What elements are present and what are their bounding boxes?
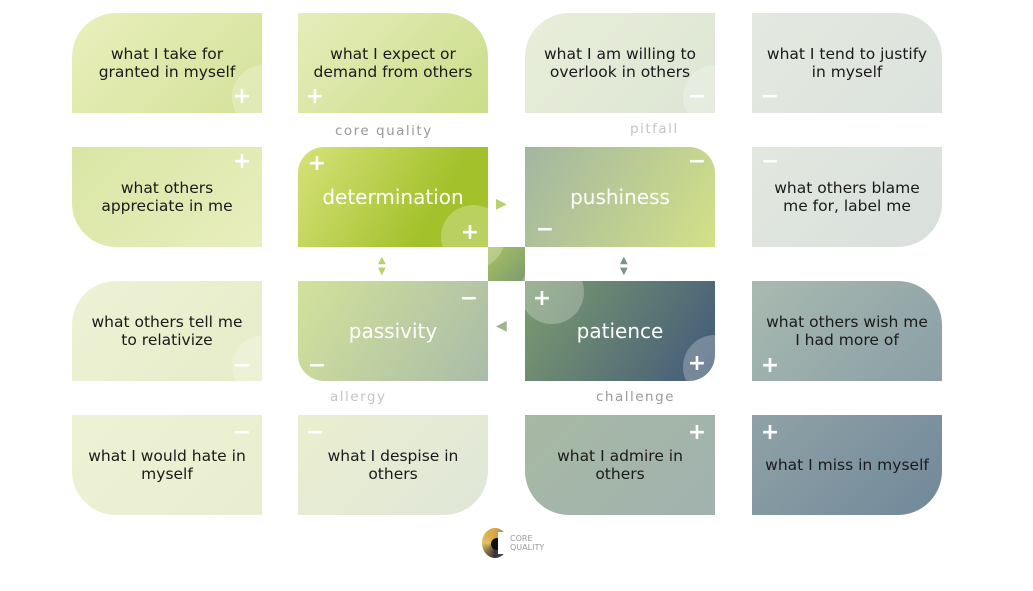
core-quality-tile: determination — [298, 147, 488, 247]
tile-text: what others appreciate in me — [101, 179, 233, 215]
core-quality-logo: CORE QUALITY — [482, 528, 545, 558]
plus-icon: + — [687, 351, 707, 376]
tile-text: what others wish me I had more of — [766, 313, 928, 349]
plus-icon: + — [305, 84, 325, 109]
tile-text: what I take for granted in myself — [98, 45, 236, 81]
allergy-label: allergy — [330, 389, 387, 405]
minus-icon: − — [687, 149, 707, 174]
minus-icon: − — [687, 84, 707, 109]
tile-despise-in-others: what I despise in others — [298, 415, 488, 515]
tile-text: what others blame me for, label me — [774, 179, 920, 215]
tile-text: what I despise in others — [327, 447, 459, 483]
tile-expect-from-others: what I expect or demand from others — [298, 13, 488, 113]
tile-relativize: what others tell me to relativize — [72, 281, 262, 381]
halo — [683, 65, 747, 129]
minus-icon: − — [305, 420, 325, 445]
tile-admire-in-others: what I admire in others — [525, 415, 715, 515]
tile-others-appreciate: what others appreciate in me — [72, 147, 262, 247]
tile-text: what I expect or demand from others — [313, 45, 473, 81]
challenge-tile: patience — [525, 281, 715, 381]
tile-text: what others tell me to relativize — [91, 313, 243, 349]
connector-path — [488, 247, 525, 281]
tile-text: what I am willing to overlook in others — [543, 45, 697, 81]
plus-icon: + — [232, 84, 252, 109]
plus-icon: + — [460, 220, 480, 245]
pitfall-tile: pushiness — [525, 147, 715, 247]
tile-justify-in-myself: what I tend to justify in myself — [752, 13, 942, 113]
logo-mark — [482, 528, 510, 558]
halo — [683, 335, 747, 399]
tile-miss-in-myself: what I miss in myself — [752, 415, 942, 515]
halo — [232, 335, 296, 399]
halo — [520, 260, 584, 324]
minus-icon: − — [459, 286, 479, 311]
pitfall-word: pushiness — [570, 185, 670, 209]
minus-icon: − — [232, 420, 252, 445]
plus-icon: + — [307, 151, 327, 176]
arrow-right-icon: ▶︎ — [496, 196, 507, 212]
plus-icon: + — [760, 420, 780, 445]
minus-icon: − — [232, 353, 252, 378]
halo — [441, 205, 505, 269]
tile-overlook-in-others: what I am willing to overlook in others — [525, 13, 715, 113]
tile-text: what I would hate in myself — [88, 447, 246, 483]
tile-text: what I miss in myself — [765, 456, 929, 474]
allergy-tile: passivity — [298, 281, 488, 381]
allergy-word: passivity — [348, 319, 438, 343]
tile-text: what I admire in others — [557, 447, 683, 483]
plus-icon: + — [532, 286, 552, 311]
tile-taken-for-granted: what I take for granted in myself — [72, 13, 262, 113]
minus-icon: − — [760, 84, 780, 109]
plus-icon: + — [760, 353, 780, 378]
tile-others-blame: what others blame me for, label me — [752, 147, 942, 247]
tile-wish-more-of: what others wish me I had more of — [752, 281, 942, 381]
logo-text: CORE QUALITY — [510, 534, 545, 552]
challenge-label: challenge — [596, 389, 675, 405]
plus-icon: + — [687, 420, 707, 445]
challenge-word: patience — [576, 319, 664, 343]
plus-icon: + — [232, 149, 252, 174]
halo — [232, 65, 296, 129]
minus-icon: − — [760, 149, 780, 174]
tile-hate-in-myself: what I would hate in myself — [72, 415, 262, 515]
arrow-updown-icon: ▲▼ — [620, 255, 628, 277]
minus-icon: − — [307, 353, 327, 378]
core-quality-label: core quality — [335, 123, 433, 139]
core-quality-word: determination — [322, 185, 464, 209]
pitfall-label: pitfall — [630, 121, 679, 137]
minus-icon: − — [535, 217, 555, 242]
tile-text: what I tend to justify in myself — [766, 45, 928, 81]
arrow-updown-icon: ▲▼ — [378, 255, 386, 277]
arrow-left-icon: ◀︎ — [496, 318, 507, 334]
